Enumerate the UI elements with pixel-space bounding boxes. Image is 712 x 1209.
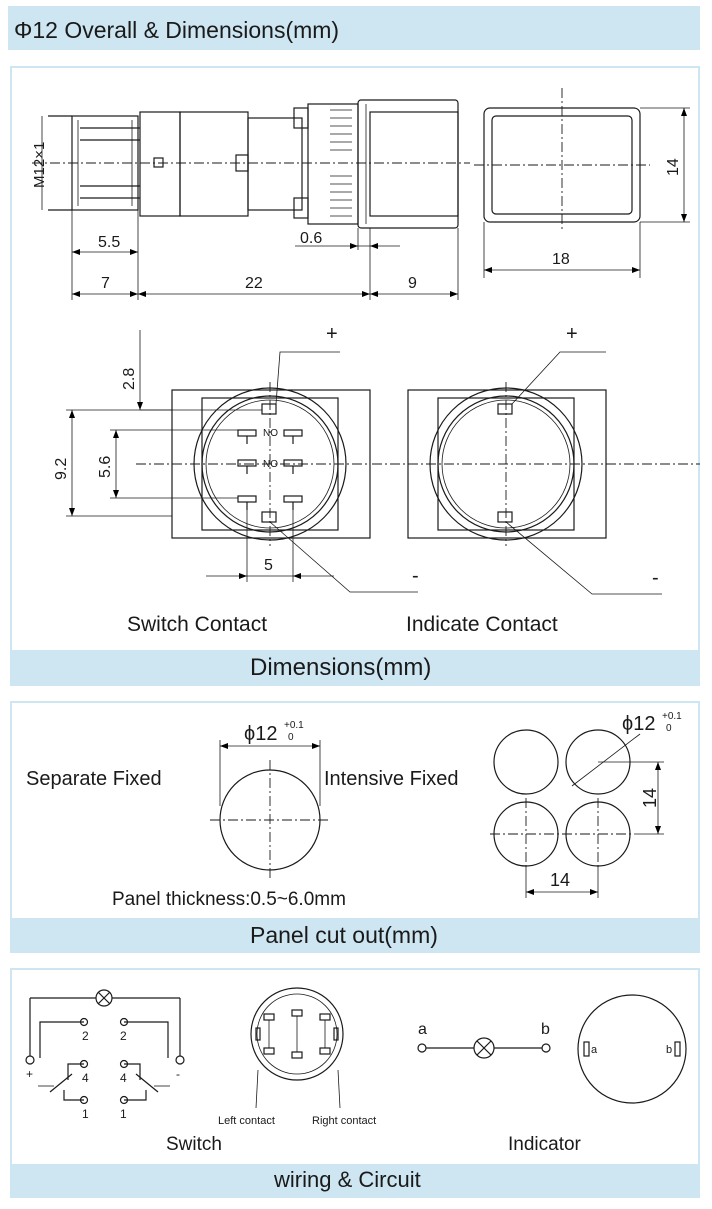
dim-5-6: 5.6 [97,456,114,478]
dim-9-2: 9.2 [53,458,70,480]
dimensions-panel [10,66,700,686]
wiring-footer: wiring & Circuit [274,1167,421,1192]
switch-minus: - [412,565,419,587]
term-2-left: 2 [82,1029,89,1043]
indicate-plus: + [566,323,578,345]
dim-2-8: 2.8 [121,368,138,390]
cutout-tol-lower-single: 0 [288,732,294,743]
dim-14: 14 [665,158,682,176]
indicate-contact-view [372,351,700,595]
term-4-left: 4 [82,1071,89,1085]
switch-plus: + [326,323,338,345]
dim-5: 5 [264,557,273,574]
dim-22: 22 [245,275,263,292]
indicate-contact-caption: Indicate Contact [406,613,558,636]
dimensions-footer: Dimensions(mm) [250,654,432,681]
pad-b-label: b [666,1044,672,1056]
intensive-fixed-label: Intensive Fixed [324,768,459,790]
term-1-left: 1 [82,1107,89,1121]
header-band [8,6,700,50]
dim-7: 7 [101,275,110,292]
cutout-footer: Panel cut out(mm) [250,922,438,948]
term-plus: + [26,1067,33,1081]
dimensions-footer-band [11,650,699,685]
indicator-a-label: a [418,1021,427,1038]
pad-a-label: a [591,1044,598,1056]
cutout-panel [10,701,700,953]
page-title: Φ12 Overall & Dimensions(mm) [14,17,340,43]
left-contact-label: Left contact [218,1115,275,1127]
cutout-phi-single: ϕ12 [244,723,277,745]
cutout-phi-group: ϕ12 [622,713,655,735]
switch-caption: Switch [166,1134,222,1155]
panel-thickness: Panel thickness:0.5~6.0mm [112,889,346,910]
term-minus: - [176,1067,180,1081]
switch-contact-view [66,330,418,593]
dim-18: 18 [552,251,570,268]
switch-contact-caption: Switch Contact [127,613,267,636]
wiring-footer-band [11,1164,699,1197]
cutout-tol-upper-single: +0.1 [284,720,304,731]
cutout-footer-band [11,918,699,952]
dim-0-6: 0.6 [300,230,322,247]
cutout-tol-lower-group: 0 [666,723,672,734]
cutout-dim-14-horizontal: 14 [550,870,570,890]
indicator-caption: Indicator [508,1134,582,1155]
side-view [32,99,470,300]
cutout-tol-upper-group: +0.1 [662,711,682,722]
wiring-panel [10,968,700,1198]
contact-face [250,987,344,1109]
right-contact-label: Right contact [312,1115,376,1127]
term-4-right: 4 [120,1071,127,1085]
indicate-minus: - [652,567,659,589]
separate-fixed-label: Separate Fixed [26,768,162,790]
cutout-dim-14-vertical: 14 [640,788,660,808]
indicator-b-label: b [541,1021,550,1038]
indicator-schematic [417,994,687,1104]
dim-9: 9 [408,275,417,292]
dim-5-5: 5.5 [98,234,120,251]
pin-label-no-mid: NO [263,459,278,470]
front-view [474,88,690,278]
term-1-right: 1 [120,1107,127,1121]
switch-schematic [25,989,185,1105]
cutout-drawing [210,729,664,898]
term-2-right: 2 [120,1029,127,1043]
thread-label: M12×1 [31,142,48,188]
pin-label-no-top: NO [263,428,278,439]
